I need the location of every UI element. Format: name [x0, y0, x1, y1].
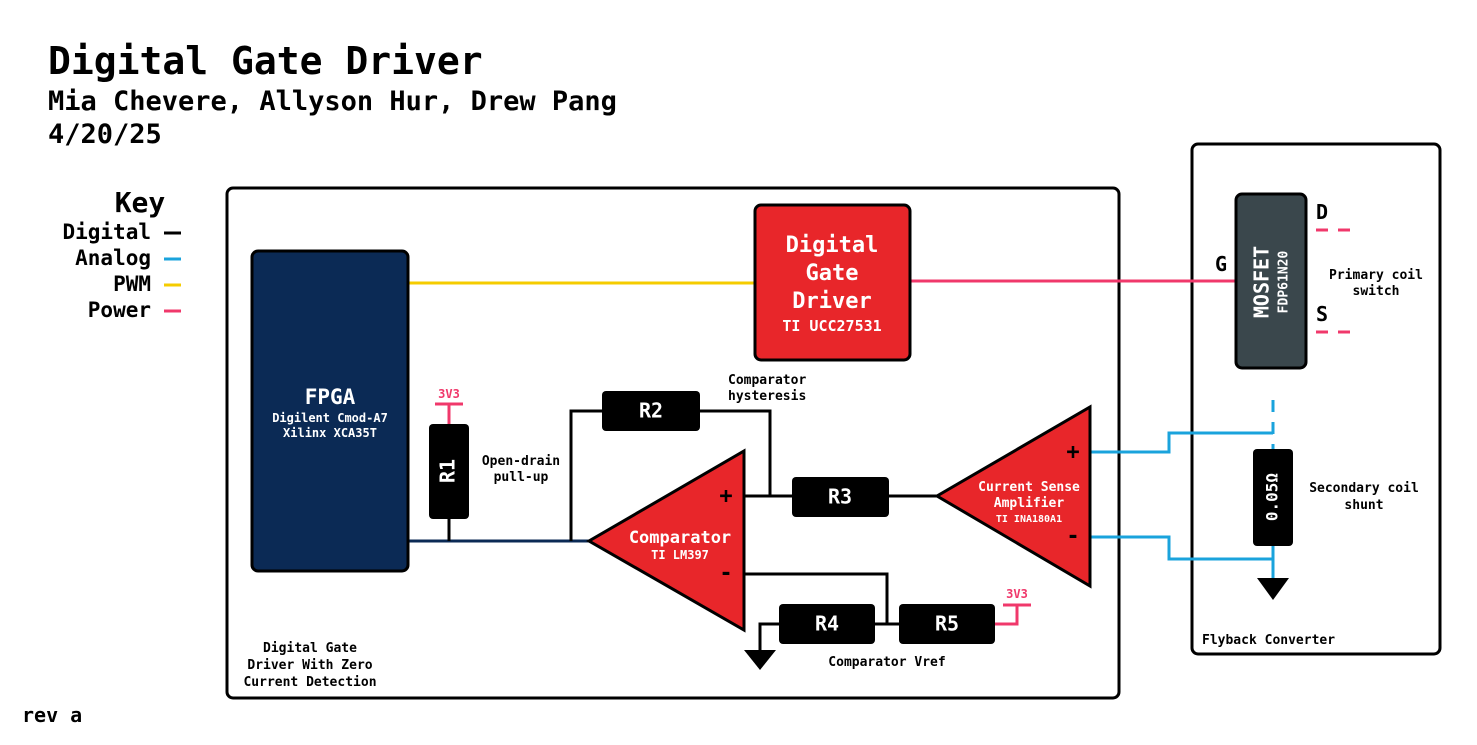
r4-ground-wire: [758, 622, 779, 650]
pullup-note-2: pull-up: [494, 470, 549, 485]
comparator-title: Comparator: [629, 528, 731, 548]
legend-label-power: Power: [88, 298, 151, 322]
resistor-r5-label: R5: [935, 612, 959, 636]
hysteresis-wire-right: [700, 409, 772, 496]
csa-plus-pin: +: [1066, 440, 1079, 465]
resistor-r1: [429, 424, 469, 519]
switch-note-1: Primary coil: [1329, 268, 1423, 283]
shunt-value: 0.05Ω: [1263, 473, 1282, 521]
revision-label: rev a: [22, 703, 82, 727]
pullup-note-1: Open-drain: [482, 454, 560, 469]
resistor-r4: [779, 604, 875, 644]
mosfet-part: FDP61N20: [1277, 251, 1292, 314]
page-title: Digital Gate Driver: [48, 39, 483, 83]
r5-rail-label: 3V3: [1006, 587, 1028, 601]
legend-label-analog: Analog: [75, 246, 151, 270]
mosfet-pin-d: D: [1316, 200, 1328, 224]
gate-driver-title-1: Digital: [786, 233, 879, 258]
resistor-r3-label: R3: [828, 485, 852, 509]
mosfet-block: [1234, 192, 1308, 370]
sense-minus-wire: [1090, 535, 1273, 561]
shunt-note-2: shunt: [1344, 498, 1383, 513]
comparator-minus-pin: -: [719, 561, 732, 586]
legend-label-digital: Digital: [62, 220, 151, 244]
current-sense-amplifier: [934, 404, 1092, 589]
mosfet-pin-g: G: [1215, 252, 1227, 276]
r5-rail-wire: [995, 605, 1019, 626]
fpga-board-name: Digilent Cmod-A7: [272, 411, 388, 425]
comp-minus-wire: [744, 572, 889, 624]
resistor-r3: [792, 477, 889, 517]
comparator-plus-pin: +: [719, 484, 732, 509]
authors: Mia Chevere, Allyson Hur, Drew Pang: [48, 86, 617, 117]
hysteresis-note-1: Comparator: [728, 373, 806, 388]
vref-note: Comparator Vref: [828, 655, 945, 670]
flyback-caption: Flyback Converter: [1202, 633, 1335, 648]
mosfet-pin-s: S: [1316, 302, 1328, 326]
hysteresis-note-2: hysteresis: [728, 389, 806, 404]
resistor-r2-label: R2: [639, 399, 663, 423]
csa-minus-pin: -: [1066, 524, 1079, 549]
csa-part: TI INA180A1: [996, 514, 1062, 525]
board-caption-1: Digital Gate: [263, 641, 357, 656]
ground-symbol-shunt: [1257, 578, 1289, 600]
resistor-r4-label: R4: [815, 612, 839, 636]
ground-symbol-vref: [744, 650, 776, 670]
switch-note-2: switch: [1353, 284, 1400, 299]
hysteresis-wire-left: [569, 409, 602, 541]
flyback-board: [1190, 142, 1442, 656]
fpga-block: [250, 249, 410, 573]
gate-driver-part: TI UCC27531: [782, 317, 881, 335]
board-caption-2: Driver With Zero: [247, 658, 372, 673]
date: 4/20/25: [48, 119, 162, 150]
fpga-title: FPGA: [305, 385, 356, 409]
csa-title-1: Current Sense: [978, 480, 1080, 495]
fpga-chip-name: Xilinx XCA35T: [283, 426, 377, 440]
gate-driver-board: [225, 186, 1121, 700]
shunt-note-1: Secondary coil: [1309, 481, 1419, 496]
csa-title-2: Amplifier: [994, 496, 1065, 511]
legend-title: Key: [115, 186, 166, 219]
resistor-r5: [899, 604, 995, 644]
gate-driver-block: [753, 203, 912, 362]
legend-label-pwm: PWM: [113, 272, 151, 296]
comparator-block: [586, 448, 746, 633]
board-caption-3: Current Detection: [243, 675, 376, 690]
mosfet-title: MOSFET: [1250, 246, 1274, 318]
sense-plus-wire: [1090, 431, 1273, 454]
r1-rail-label: 3V3: [438, 387, 460, 401]
gate-driver-title-3: Driver: [792, 289, 871, 314]
shunt-resistor: [1253, 449, 1293, 546]
gate-driver-title-2: Gate: [806, 261, 859, 286]
resistor-r2: [602, 391, 700, 431]
legend: Key Digital Analog PWM Power: [62, 186, 181, 322]
comparator-part: TI LM397: [651, 548, 709, 562]
resistor-r1-label: R1: [436, 459, 460, 483]
